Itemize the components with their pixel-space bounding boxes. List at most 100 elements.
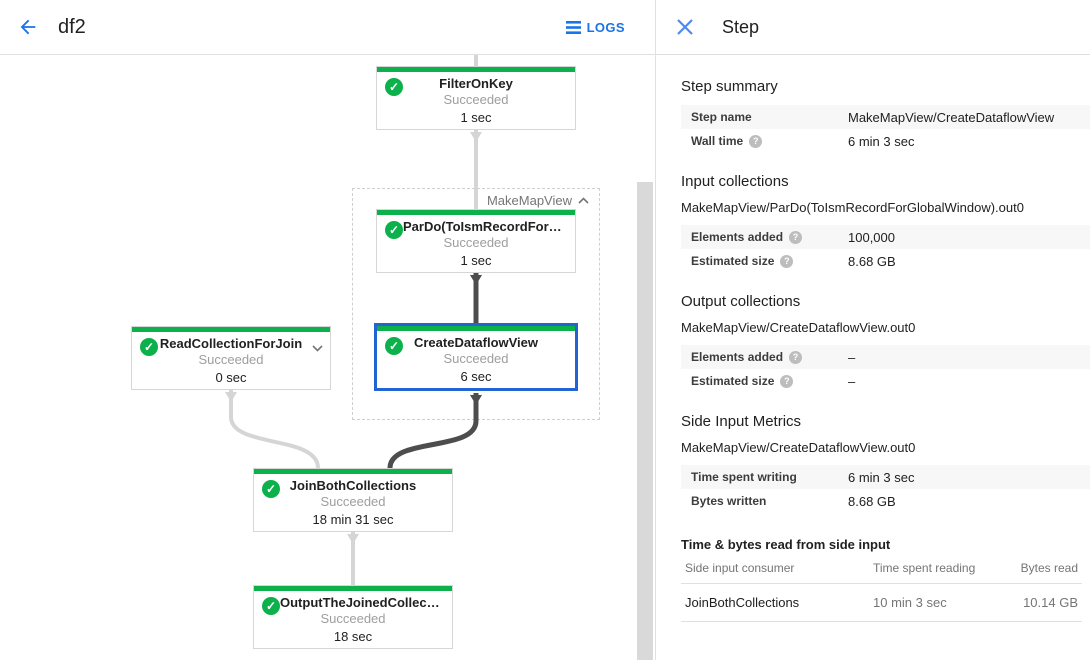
check-circle-icon: ✓ [140,338,158,356]
check-circle-icon: ✓ [262,597,280,615]
kv-label: Step name [691,110,752,124]
job-graph-area: df2 LOGS MakeMapView [0,0,655,660]
kv-value: 100,000 [848,229,895,245]
graph-node-readcollectionforjoin[interactable]: ✓ ReadCollectionForJoin Succeeded 0 sec [131,326,331,390]
arrowhead [225,392,237,402]
help-icon[interactable]: ? [789,350,803,364]
kv-value: 8.68 GB [848,493,896,509]
help-icon[interactable]: ? [780,374,794,388]
graph-node-joinbothcollections[interactable]: ✓ JoinBothCollections Succeeded 18 min 3… [253,468,453,532]
arrowhead [347,534,359,544]
edge-readcollection-join [229,390,320,469]
cell-consumer: JoinBothCollections [685,595,800,610]
kv-value: 6 min 3 sec [848,133,915,149]
node-title: ParDo(ToIsmRecordFor… [403,219,562,234]
arrowhead [470,132,482,142]
kv-row-time-spent-writing: Time spent writing 6 min 3 sec [681,465,1090,489]
check-circle-icon: ✓ [385,78,403,96]
arrowhead [470,395,482,405]
section-heading: Output collections [681,293,801,310]
check-circle-icon: ✓ [385,221,403,239]
group-name: MakeMapView [486,193,572,208]
kv-label: Bytes written [691,494,767,508]
help-icon[interactable]: ? [780,254,794,268]
node-status-bar [377,326,575,331]
node-status: Succeeded [198,352,264,367]
cell-time-reading: 10 min 3 sec [873,595,947,610]
section-heading: Side Input Metrics [681,413,802,430]
back-button[interactable] [14,13,42,41]
kv-value: MakeMapView/CreateDataflowView [848,109,1055,125]
kv-value: – [848,373,856,389]
graph-node-createdataflowview-selected[interactable]: ✓ CreateDataflowView Succeeded 6 sec [374,323,578,391]
section-input-collections: Input collections MakeMapView/ParDo(ToIs… [681,173,1090,273]
node-status-bar [377,210,575,215]
vertical-scrollbar[interactable] [637,182,653,660]
node-status-bar [254,586,452,591]
node-time: 6 sec [460,369,492,384]
close-panel-button[interactable] [672,14,698,40]
app-header: df2 LOGS [0,0,655,55]
kv-label: Time spent writing [691,470,797,484]
panel-header: Step [656,0,1090,55]
kv-label: Elements added [691,230,784,244]
kv-label: Elements added [691,350,784,364]
node-status: Succeeded [443,235,509,250]
graph-node-pardo-toismrecord[interactable]: ✓ ParDo(ToIsmRecordFor… Succeeded 1 sec [376,209,576,273]
node-status: Succeeded [443,351,509,366]
step-detail-panel: Step Step summary Step name MakeMapView/… [655,0,1090,660]
edge-createdataflowview-join [387,393,479,469]
kv-row-step-name: Step name MakeMapView/CreateDataflowView [681,105,1090,129]
section-heading: Step summary [681,78,778,95]
section-output-collections: Output collections MakeMapView/CreateDat… [681,293,1090,393]
node-status-bar [254,469,452,474]
check-circle-icon: ✓ [262,480,280,498]
check-circle-icon: ✓ [385,337,403,355]
help-icon[interactable]: ? [789,230,803,244]
node-title: CreateDataflowView [413,335,539,350]
kv-row-elements-added: Elements added? – [681,345,1090,369]
job-title: df2 [58,15,86,38]
kv-value: 8.68 GB [848,253,896,269]
node-time: 18 min 31 sec [312,512,394,527]
graph-node-filteronkey[interactable]: ✓ FilterOnKey Succeeded 1 sec [376,66,576,130]
section-step-summary: Step summary Step name MakeMapView/Creat… [681,78,1090,153]
expand-node-button[interactable] [312,339,323,357]
chevron-up-icon [578,197,589,204]
panel-body: Step summary Step name MakeMapView/Creat… [656,55,1090,622]
kv-row-estimated-size: Estimated size? – [681,369,1090,393]
node-time: 1 sec [460,253,492,268]
collection-name: MakeMapView/CreateDataflowView.out0 [681,440,916,455]
logs-button[interactable]: LOGS [565,19,625,35]
node-title: ReadCollectionForJoin [159,336,303,351]
graph-edges [225,55,482,585]
kv-label: Estimated size [691,254,775,268]
kv-value: – [848,349,856,365]
node-time: 18 sec [333,629,373,644]
node-title: JoinBothCollections [289,478,417,493]
collection-name: MakeMapView/CreateDataflowView.out0 [681,320,916,335]
column-header-bytes-read: Bytes read [1020,561,1078,575]
node-status-bar [132,327,330,332]
collection-name: MakeMapView/ParDo(ToIsmRecordForGlobalWi… [681,200,1024,215]
graph-canvas[interactable]: MakeMapView ✓ FilterOnKey Succeeded [0,55,655,660]
graph-node-outputthejoined[interactable]: ✓ OutputTheJoinedCollec… Succeeded 18 se… [253,585,453,649]
help-icon[interactable]: ? [749,134,763,148]
logs-list-icon [565,20,581,34]
table-header-row: Side input consumer Time spent reading B… [681,552,1082,584]
node-status-bar [377,67,575,72]
table-row: JoinBothCollections 10 min 3 sec 10.14 G… [681,584,1082,622]
kv-row-bytes-written: Bytes written 8.68 GB [681,489,1090,513]
kv-row-wall-time: Wall time? 6 min 3 sec [681,129,1090,153]
cell-bytes-read: 10.14 GB [1023,595,1078,610]
node-status: Succeeded [443,92,509,107]
arrow-left-icon [20,19,36,35]
column-header-consumer: Side input consumer [685,561,795,575]
chevron-down-icon [312,345,323,352]
node-time: 1 sec [460,110,492,125]
node-status: Succeeded [320,611,386,626]
logs-button-label: LOGS [586,19,625,35]
node-title: OutputTheJoinedCollec… [280,595,440,610]
kv-label: Wall time [691,134,744,148]
group-label[interactable]: MakeMapView [487,193,589,208]
